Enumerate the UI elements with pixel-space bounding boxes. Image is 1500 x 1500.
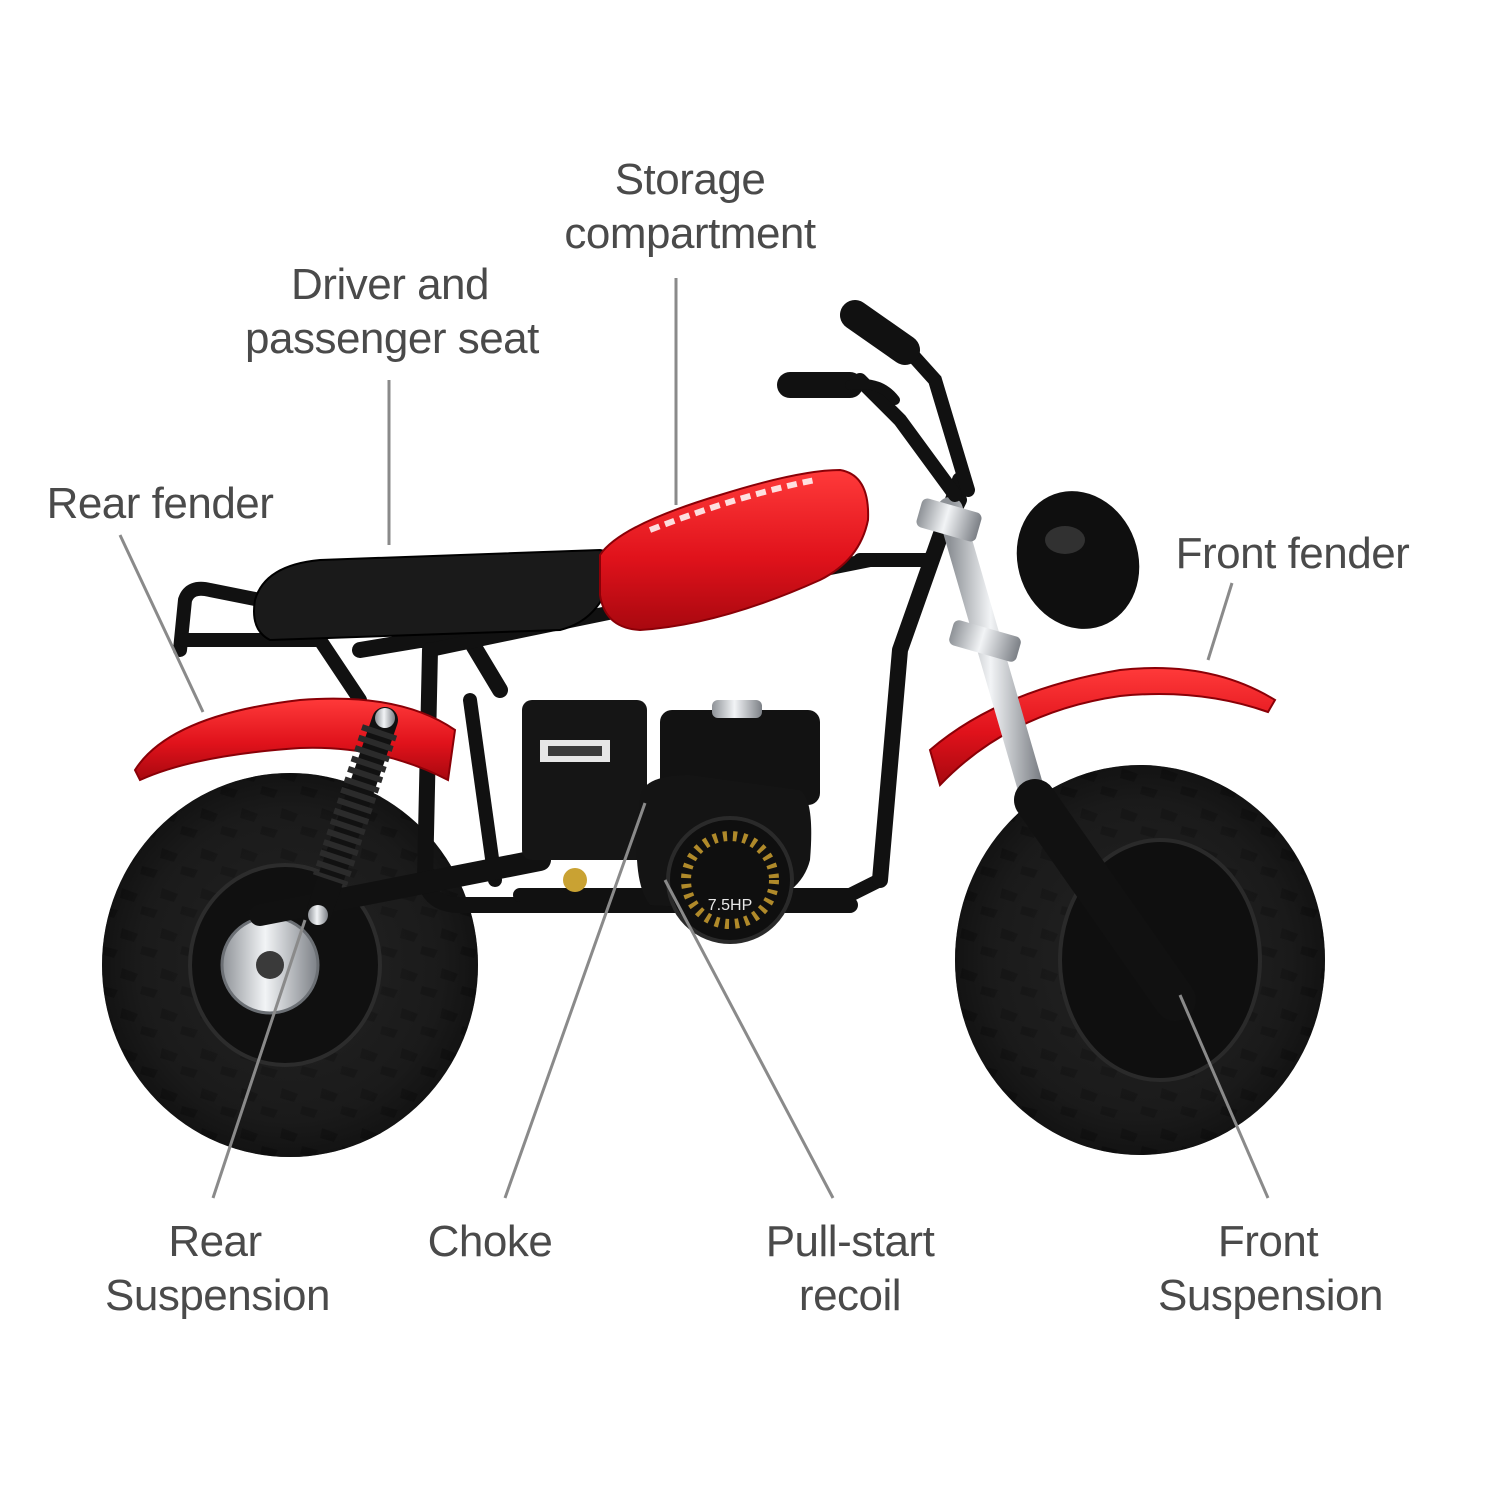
label-pull-start-line2: recoil xyxy=(798,1271,902,1320)
label-seat-line2: passenger seat xyxy=(245,314,539,363)
label-front-fender: Front fender xyxy=(1170,527,1415,581)
front-forks xyxy=(916,497,1196,1021)
rear-hub xyxy=(256,951,284,979)
engine-badge: 7.5HP xyxy=(708,897,752,914)
leader-rear-fender xyxy=(118,534,205,713)
label-choke-line1: Choke xyxy=(427,1217,553,1266)
engine: 7.5HP xyxy=(522,700,820,944)
leader-pull-start xyxy=(663,879,835,1199)
label-front-suspension-line2: Suspension xyxy=(1158,1271,1383,1320)
leader-front-suspension xyxy=(1178,994,1270,1199)
rear-shock xyxy=(307,707,398,925)
leader-rear-suspension xyxy=(211,919,307,1199)
fuel-tank-shape xyxy=(599,468,870,632)
label-seat-line1: Driver and xyxy=(291,260,489,309)
label-front-fender-line1: Front fender xyxy=(1175,529,1410,578)
front-fender-shape xyxy=(928,667,1277,787)
leader-front-fender xyxy=(1206,582,1234,661)
tank-decal xyxy=(648,477,816,533)
headlight xyxy=(1016,491,1140,629)
label-front-suspension: Front Suspension xyxy=(1158,1215,1383,1323)
label-pull-start-line1: Pull-start xyxy=(765,1217,935,1266)
label-rear-suspension-line2: Suspension xyxy=(105,1271,330,1320)
label-storage-compartment: Storage compartment xyxy=(560,153,820,261)
handlebars xyxy=(777,300,975,502)
label-rear-fender: Rear fender xyxy=(45,477,275,531)
label-choke: Choke xyxy=(420,1215,560,1269)
label-rear-suspension: Rear Suspension xyxy=(105,1215,330,1323)
frame xyxy=(173,472,968,926)
label-pull-start-recoil: Pull-start recoil xyxy=(750,1215,950,1323)
label-storage-line2: compartment xyxy=(564,209,816,258)
label-rear-suspension-line1: Rear xyxy=(168,1217,262,1266)
label-driver-passenger-seat: Driver and passenger seat xyxy=(245,258,539,366)
label-rear-fender-line1: Rear fender xyxy=(46,479,274,528)
leader-choke xyxy=(503,802,647,1199)
label-front-suspension-line1: Front xyxy=(1217,1217,1319,1266)
label-storage-line1: Storage xyxy=(614,155,766,204)
